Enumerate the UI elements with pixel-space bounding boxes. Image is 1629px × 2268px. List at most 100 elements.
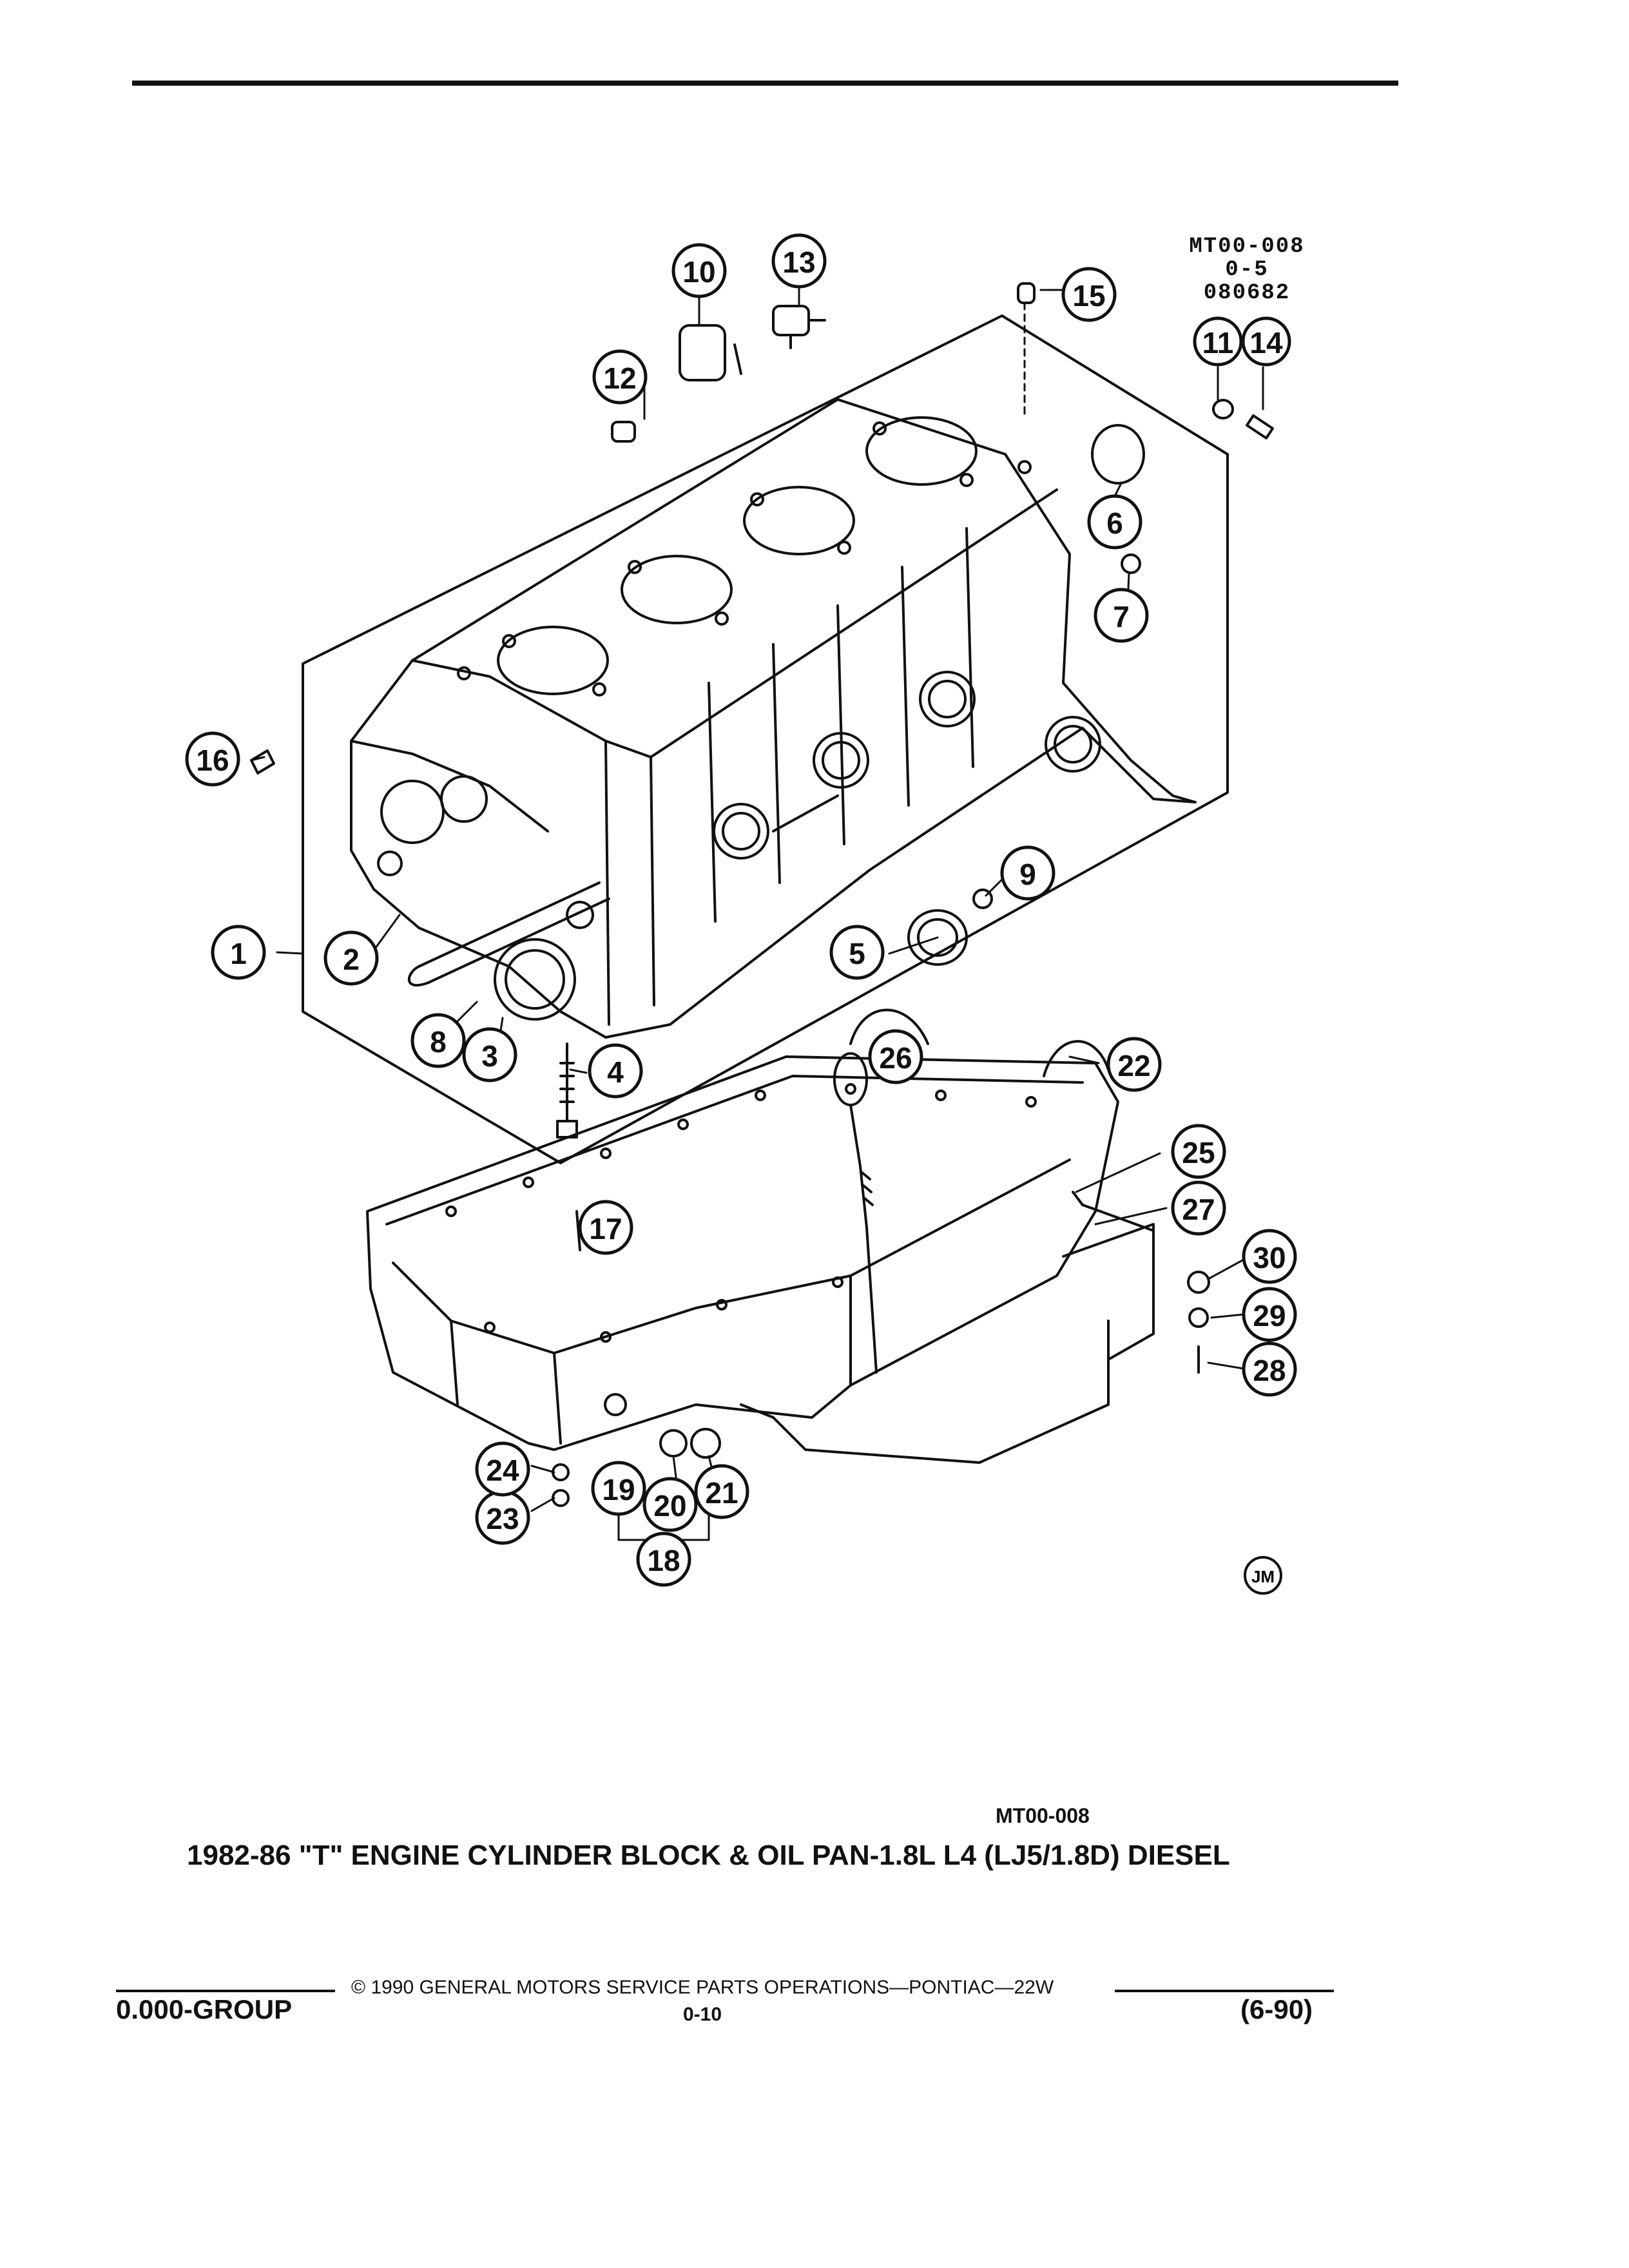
callout-circle xyxy=(1087,494,1142,550)
callout-number: 15 xyxy=(1072,279,1105,312)
callout-circle xyxy=(1000,845,1055,901)
callout-number: 11 xyxy=(1202,326,1234,360)
callout-12: 12 xyxy=(592,349,648,405)
callout-number: 16 xyxy=(196,744,229,777)
figure-code: MT00-008 xyxy=(996,1804,1090,1827)
callout-circle xyxy=(1241,316,1291,367)
callout-number: 5 xyxy=(849,937,865,970)
callout-number: 27 xyxy=(1182,1193,1215,1226)
callout-11: 11 xyxy=(1193,316,1243,367)
callout-number: 8 xyxy=(430,1025,447,1059)
callout-27: 27 xyxy=(1171,1180,1226,1236)
callout-number: 6 xyxy=(1106,506,1123,540)
callout-number: 23 xyxy=(486,1502,519,1535)
callout-circle xyxy=(1171,1180,1226,1236)
callout-number: 1 xyxy=(230,937,247,970)
callout-circle xyxy=(323,930,379,986)
callout-1: 1 xyxy=(211,925,266,980)
reference-block: MT00-008 0-5 080682 xyxy=(1163,235,1331,305)
callout-circle xyxy=(591,1461,646,1516)
callout-2: 2 xyxy=(323,930,379,986)
callout-28: 28 xyxy=(1242,1341,1297,1397)
footer-rule-left xyxy=(116,1990,335,1992)
callout-number: 20 xyxy=(653,1489,686,1523)
callout-19: 19 xyxy=(591,1461,646,1516)
callout-number: 14 xyxy=(1249,326,1283,360)
callout-21: 21 xyxy=(694,1464,749,1519)
callout-14: 14 xyxy=(1241,316,1291,367)
callout-circle xyxy=(642,1477,698,1532)
figure-caption: 1982-86 "T" ENGINE CYLINDER BLOCK & OIL … xyxy=(187,1840,1230,1871)
callout-circle xyxy=(578,1200,633,1255)
callout-circle xyxy=(1242,1341,1297,1397)
callout-4: 4 xyxy=(588,1043,643,1099)
callout-5: 5 xyxy=(829,925,885,980)
callout-circle xyxy=(671,243,727,298)
callout-16: 16 xyxy=(185,731,240,787)
footer-copyright: © 1990 GENERAL MOTORS SERVICE PARTS OPER… xyxy=(351,1977,1054,1998)
callout-3: 3 xyxy=(462,1027,517,1082)
callout-number: 4 xyxy=(607,1055,624,1089)
callout-circle xyxy=(1171,1124,1226,1179)
callout-25: 25 xyxy=(1171,1124,1226,1179)
callout-circle xyxy=(868,1029,923,1084)
callout-number: 12 xyxy=(603,361,636,395)
footer-group: 0.000-GROUP xyxy=(116,1994,293,2024)
reference-page: 0-5 xyxy=(1225,258,1269,282)
callout-30: 30 xyxy=(1242,1229,1297,1284)
callout-29: 29 xyxy=(1242,1287,1297,1342)
callout-circle xyxy=(771,233,827,289)
cylinder-block-drawing xyxy=(350,398,1197,1039)
callout-circle xyxy=(1193,316,1243,367)
callout-number: 24 xyxy=(486,1454,519,1487)
callout-15: 15 xyxy=(1061,267,1117,322)
top-rule xyxy=(132,81,1398,86)
callout-7: 7 xyxy=(1094,588,1149,643)
callout-24: 24 xyxy=(475,1441,530,1497)
callout-number: 9 xyxy=(1019,858,1036,891)
callout-number: 25 xyxy=(1182,1136,1215,1169)
callout-number: 17 xyxy=(589,1212,622,1245)
callout-circle xyxy=(211,925,266,980)
callout-circle xyxy=(636,1532,691,1587)
callout-number: 13 xyxy=(782,245,815,279)
callout-17: 17 xyxy=(578,1200,633,1255)
callout-circle xyxy=(185,731,240,787)
callout-number: 2 xyxy=(343,943,360,976)
block-group-frame xyxy=(302,314,1229,1164)
callout-circle xyxy=(829,925,885,980)
callout-number: 19 xyxy=(602,1473,635,1506)
callout-number: 7 xyxy=(1113,600,1130,633)
artist-mark-text: JM xyxy=(1251,1567,1275,1586)
callout-number: 18 xyxy=(647,1544,680,1577)
callout-number: 10 xyxy=(682,255,715,289)
footer-rule-right xyxy=(1115,1990,1334,1992)
callout-circle xyxy=(1242,1287,1297,1342)
callout-18: 18 xyxy=(636,1532,691,1587)
reference-code: MT00-008 xyxy=(1189,235,1305,259)
callout-circle xyxy=(694,1464,749,1519)
callout-number: 21 xyxy=(705,1476,738,1510)
artist-mark-circle xyxy=(1244,1556,1282,1595)
callout-circle xyxy=(475,1441,530,1497)
callout-circle xyxy=(1061,267,1117,322)
callout-22: 22 xyxy=(1106,1037,1162,1092)
callout-circle xyxy=(588,1043,643,1099)
callout-number: 28 xyxy=(1253,1354,1286,1387)
artist-mark: JM xyxy=(1244,1556,1282,1595)
callout-20: 20 xyxy=(642,1477,698,1532)
callout-circle xyxy=(1242,1229,1297,1284)
footer-revision: (6-90) xyxy=(1240,1994,1313,2024)
callout-13: 13 xyxy=(771,233,827,289)
callout-circle xyxy=(1106,1037,1162,1092)
callout-number: 29 xyxy=(1253,1299,1286,1332)
footer-page-number: 0-10 xyxy=(683,2004,722,2025)
leader-lines xyxy=(250,285,1264,1561)
callout-circle xyxy=(462,1027,517,1082)
callout-number: 3 xyxy=(481,1039,498,1073)
callout-23: 23 xyxy=(475,1490,530,1545)
callout-10: 10 xyxy=(671,243,727,298)
callout-26: 26 xyxy=(868,1029,923,1084)
